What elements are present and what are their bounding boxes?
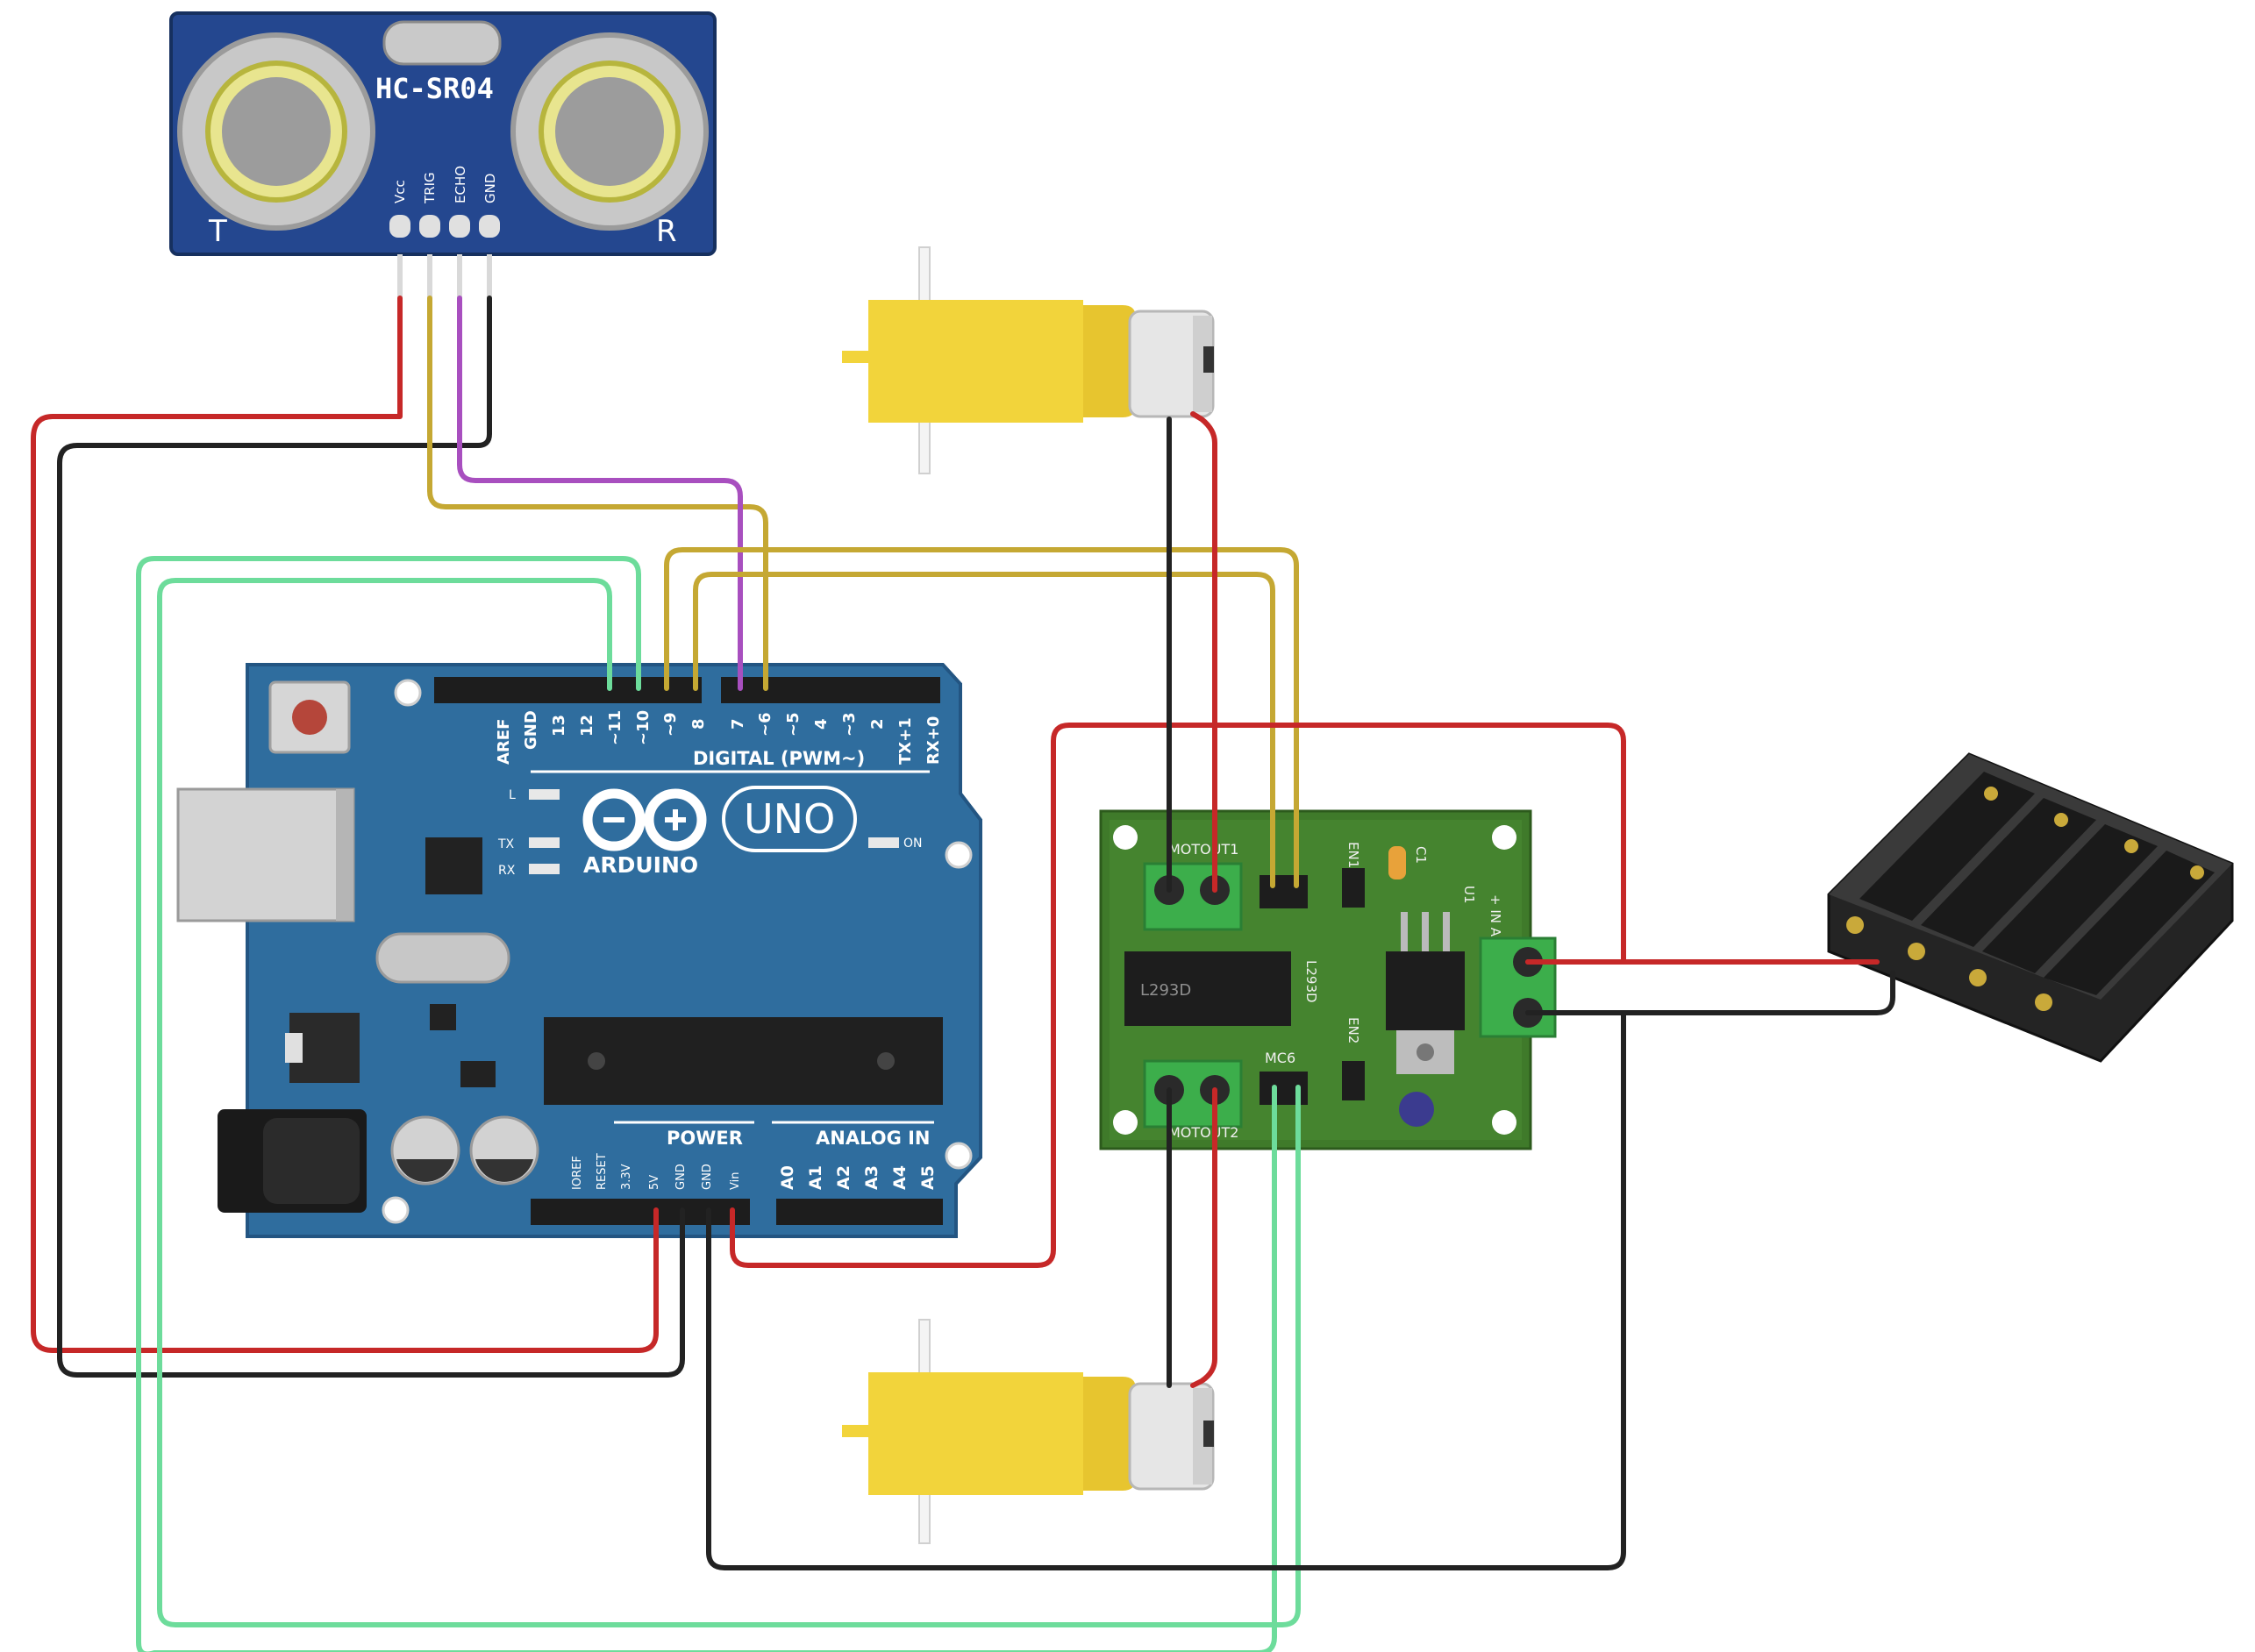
power-in-label: + IN A	[1488, 894, 1503, 937]
ultrasonic-sensor-icon[interactable]: HC-SR04 T R Vcc TRIG ECHO GND	[169, 11, 717, 256]
battery-holder-icon[interactable]	[1827, 752, 2234, 1063]
analog-pin-label: A5	[918, 1165, 938, 1190]
sensor-pin-label: ECHO	[453, 166, 468, 203]
chip-silkscreen: L293D	[1303, 960, 1319, 1003]
reset-button-icon[interactable]	[268, 680, 351, 754]
dc-motor-icon[interactable]	[842, 1319, 1215, 1544]
wire-common-gnd[interactable]	[706, 1010, 1626, 1570]
transmitter-icon	[177, 32, 375, 231]
digital-pin-label: ~6	[756, 712, 774, 737]
wire-trig[interactable]	[427, 296, 768, 691]
analog-pin-label: A3	[862, 1165, 881, 1190]
c1-label: C1	[1413, 846, 1429, 864]
dc-jack-icon[interactable]	[218, 1109, 367, 1213]
sensor-pin-label: GND	[482, 174, 498, 203]
power-pin-label: Vin	[729, 1172, 742, 1190]
motout1-label: MOTOUT1	[1168, 841, 1238, 858]
sensor-pin-label: Vcc	[392, 180, 408, 203]
dc-motor-icon[interactable]	[842, 246, 1215, 474]
wire-en-b[interactable]	[136, 556, 1277, 1652]
chip-label: L293D	[1140, 981, 1191, 1000]
receiver-icon	[510, 32, 709, 231]
wire-gnd-sensor[interactable]	[57, 296, 685, 1378]
digital-pin-label: 13	[550, 715, 568, 737]
wire-battery-negative[interactable]	[1525, 971, 1895, 1015]
sensor-model: HC-SR04	[375, 72, 494, 105]
digital-pin-label: 7	[729, 718, 747, 730]
status-leds	[529, 789, 899, 874]
sensor-pin-label: TRIG	[422, 172, 438, 204]
sensor-leads	[397, 254, 492, 298]
analog-header-label: ANALOG IN	[816, 1128, 931, 1149]
motout1-terminal[interactable]	[1143, 862, 1243, 931]
en1-label: EN1	[1345, 842, 1361, 868]
motout2-terminal[interactable]	[1143, 1059, 1243, 1129]
led-label-on: ON	[903, 837, 923, 851]
capacitor-icon	[390, 1115, 539, 1186]
arduino-model: UNO	[744, 795, 835, 843]
power-pin-label: GND	[701, 1164, 714, 1190]
digital-pin-label: ~10	[634, 710, 653, 745]
digital-pin-label: 8	[689, 718, 708, 730]
digital-pin-labels: AREF GND 13 12 ~11 ~10 ~9 8 7 ~6 ~5 4 ~3…	[495, 710, 943, 765]
motor-driver-board[interactable]: MOTOUT1 MOTOUT2 MC6 EN1 EN2 L293D L293D …	[1099, 809, 1557, 1150]
digital-header-label: DIGITAL (PWM~)	[693, 748, 865, 769]
en2-label: EN2	[1345, 1017, 1361, 1043]
wires	[31, 296, 1895, 1652]
digital-pin-label: 2	[868, 718, 887, 730]
digital-pin-label: GND	[522, 710, 540, 750]
analog-pin-label: A4	[890, 1165, 910, 1190]
mc6-label: MC6	[1265, 1050, 1295, 1066]
wire-in-b[interactable]	[693, 572, 1275, 888]
receiver-mark: R	[656, 214, 677, 249]
u1-label: U1	[1461, 886, 1477, 904]
usb-port-icon[interactable]	[176, 787, 355, 922]
sensor-pin-pads[interactable]	[389, 215, 500, 238]
led-label-tx: TX	[497, 837, 515, 851]
digital-pin-label: ~11	[606, 710, 624, 745]
transmitter-mark: T	[208, 214, 227, 249]
wire-motor1-b[interactable]	[1190, 411, 1217, 893]
power-header-label: POWER	[667, 1128, 743, 1149]
arduino-logo-icon	[582, 788, 707, 851]
power-pin-label: IOREF	[571, 1156, 584, 1190]
digital-pin-label: RX+0	[924, 716, 943, 765]
analog-header[interactable]	[776, 1199, 943, 1225]
power-pin-label: RESET	[596, 1153, 609, 1190]
power-pin-label: 5V	[648, 1175, 661, 1190]
power-input-terminal[interactable]	[1479, 936, 1557, 1038]
digital-pin-label: 4	[812, 718, 831, 730]
wire-in-a[interactable]	[664, 547, 1299, 888]
arduino-brand: ARDUINO	[583, 852, 698, 878]
analog-pin-label: A0	[778, 1165, 797, 1190]
power-header[interactable]	[531, 1199, 750, 1225]
digital-pin-label: ~3	[840, 712, 859, 737]
power-pin-label: 3.3V	[620, 1164, 633, 1190]
voltage-regulator-icon	[1386, 912, 1465, 1074]
digital-pin-label: AREF	[495, 719, 513, 765]
motor-driver-chip-icon: L293D	[1124, 951, 1291, 1026]
wire-echo[interactable]	[457, 296, 743, 691]
digital-pin-label: ~5	[784, 712, 803, 737]
wire-vin[interactable]	[730, 723, 1626, 1268]
wire-vcc[interactable]	[31, 296, 659, 1353]
digital-pin-label: ~9	[661, 712, 680, 737]
microcontroller-chip-icon	[544, 1017, 943, 1105]
led-label-l: L	[509, 788, 516, 802]
digital-pin-label: 12	[578, 715, 596, 737]
led-label-rx: RX	[498, 864, 516, 878]
wire-en-a[interactable]	[157, 578, 1301, 1627]
power-pin-label: GND	[674, 1164, 688, 1190]
digital-header[interactable]	[434, 677, 940, 703]
analog-pin-label: A1	[806, 1165, 825, 1190]
wire-motor2-b[interactable]	[1190, 1087, 1217, 1388]
arduino-uno-board[interactable]: AREF GND 13 12 ~11 ~10 ~9 8 7 ~6 ~5 4 ~3…	[176, 663, 982, 1238]
analog-pin-label: A2	[834, 1165, 853, 1190]
digital-pin-label: TX+1	[896, 717, 915, 765]
motout2-label: MOTOUT2	[1168, 1124, 1238, 1141]
